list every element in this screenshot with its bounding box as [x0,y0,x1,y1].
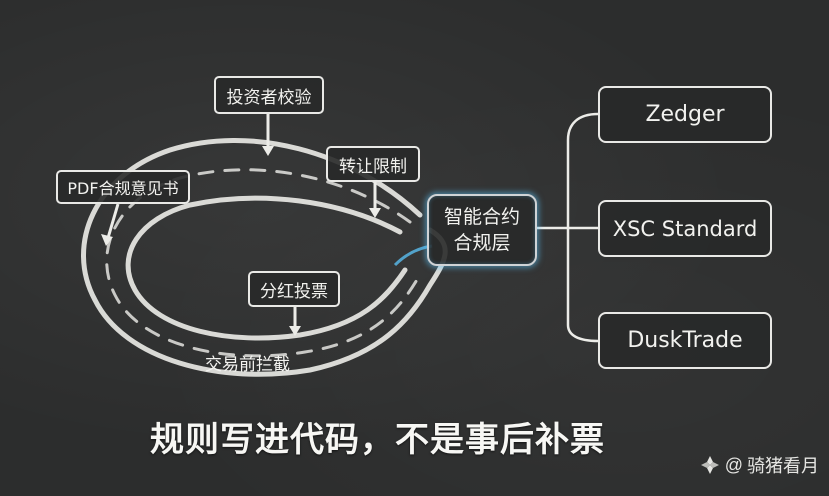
checkpoint-investor-verification: 投资者校验 [214,76,324,114]
platform-zedger-label: Zedger [645,102,725,127]
app-logo-icon [700,456,719,474]
checkpoint-dividend-label: 分红投票 [260,281,328,302]
platform-dusktrade-label: DuskTrade [627,328,743,353]
checkpoint-investor-label: 投资者校验 [226,87,312,108]
checkpoint-pdf-label: PDF合规意见书 [67,179,179,198]
smart-contract-compliance-core: 智能合约 合规层 [427,194,537,266]
platform-dusktrade: DuskTrade [598,312,772,369]
checkpoint-dividend-voting: 分红投票 [248,271,340,307]
platform-zedger: Zedger [598,86,772,143]
watermark-at: @ [724,454,743,475]
platform-xsc-label: XSC Standard [612,216,758,241]
watermark: @ 骑猪看月 [699,452,819,478]
watermark-author: 骑猪看月 [747,456,819,476]
core-line-1: 智能合约 [443,206,520,228]
checkpoint-pdf-opinion: PDF合规意见书 [56,170,190,204]
track-label: 交易前拦截 [205,355,290,375]
checkpoint-transfer-label: 转让限制 [339,156,407,177]
checkpoint-transfer-restriction: 转让限制 [326,146,420,182]
caption: 规则写进代码，不是事后补票 [150,420,605,460]
platform-xsc-standard: XSC Standard [598,200,772,257]
core-line-2: 合规层 [453,232,511,254]
